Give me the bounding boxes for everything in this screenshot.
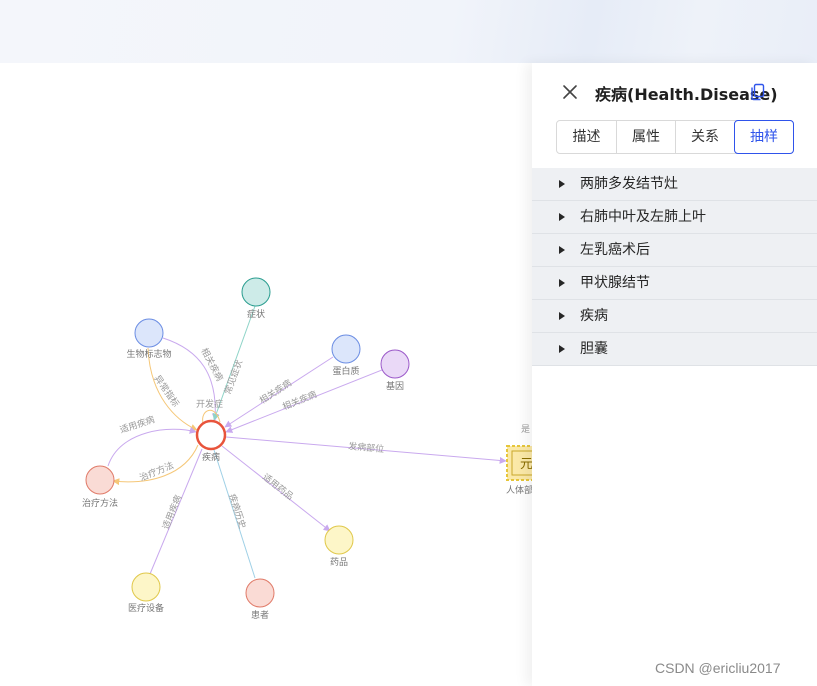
graph-edge[interactable]: [149, 448, 203, 575]
edge-label: 治疗方法: [138, 459, 176, 484]
node-box-text: 元: [520, 457, 532, 472]
graph-edge[interactable]: [202, 410, 221, 424]
list-item[interactable]: 两肺多发结节灶: [532, 168, 817, 201]
edge-label: 疾病历史: [226, 492, 249, 530]
list-item[interactable]: 右肺中叶及左肺上叶: [532, 201, 817, 234]
list-item[interactable]: 左乳癌术后: [532, 234, 817, 267]
watermark: CSDN @ericliu2017: [655, 660, 781, 676]
graph-edge[interactable]: [224, 356, 334, 428]
graph-edge[interactable]: [225, 436, 507, 464]
tab-samples[interactable]: 抽样: [734, 120, 794, 154]
copy-icon[interactable]: [750, 83, 766, 101]
list-item[interactable]: 疾病: [532, 300, 817, 333]
list-item-label: 疾病: [580, 308, 608, 324]
graph-node-body-part[interactable]: 元 人体部 是: [506, 424, 532, 496]
edge-label: 相关疾病: [281, 388, 319, 413]
caret-right-icon: [559, 213, 565, 221]
knowledge-graph[interactable]: 相关疾病 常见症状 异常指标 开发症 相关疾病 相关疾病 适用疾病 治疗方法 发…: [0, 63, 532, 686]
node-label: 疾病: [202, 451, 220, 463]
list-item-label: 右肺中叶及左肺上叶: [580, 209, 706, 225]
graph-edge[interactable]: [112, 444, 199, 486]
node-label: 治疗方法: [82, 497, 118, 509]
node-label: 蛋白质: [332, 365, 359, 377]
graph-node-device[interactable]: 医疗设备: [128, 572, 164, 614]
node-label: 基因: [386, 380, 404, 392]
graph-edge[interactable]: [147, 347, 198, 431]
edge-label: 是: [521, 424, 530, 435]
edge-label: 常见症状: [222, 358, 246, 396]
graph-node-drug[interactable]: 药品: [324, 525, 354, 568]
list-item-label: 胆囊: [580, 341, 608, 357]
node-label: 人体部: [506, 484, 532, 496]
list-item-label: 两肺多发结节灶: [580, 176, 678, 192]
node-label: 症状: [247, 308, 265, 320]
sample-list: 两肺多发结节灶 右肺中叶及左肺上叶 左乳癌术后 甲状腺结节 疾病 胆囊: [532, 168, 817, 366]
graph-node-treatment[interactable]: 治疗方法: [82, 465, 118, 509]
edge-label: 适用疾病: [160, 493, 185, 531]
graph-edge[interactable]: [221, 445, 331, 532]
top-bar: [0, 0, 817, 63]
graph-edge[interactable]: [107, 426, 197, 467]
close-icon[interactable]: [560, 82, 580, 102]
detail-panel: 疾病(Health.Disease) 描述 属性 关系 抽样 两肺多发结节灶 右…: [532, 63, 817, 686]
graph-node-center-disease[interactable]: 疾病: [195, 419, 227, 463]
edge-label: 开发症: [196, 398, 223, 410]
panel-header: 疾病(Health.Disease): [532, 63, 817, 119]
caret-right-icon: [559, 180, 565, 188]
list-item[interactable]: 甲状腺结节: [532, 267, 817, 300]
panel-tabs: 描述 属性 关系 抽样: [556, 120, 794, 154]
graph-node-biomarker[interactable]: 生物标志物: [126, 318, 172, 360]
graph-node-patient[interactable]: 患者: [245, 578, 275, 621]
graph-edge[interactable]: [212, 305, 256, 421]
node-label: 医疗设备: [128, 602, 164, 614]
edge-label: 适用药品: [260, 472, 295, 503]
list-item[interactable]: 胆囊: [532, 333, 817, 366]
graph-edge[interactable]: [225, 369, 383, 433]
node-label: 患者: [251, 609, 269, 621]
list-item-label: 左乳癌术后: [580, 242, 650, 258]
graph-canvas[interactable]: 相关疾病 常见症状 异常指标 开发症 相关疾病 相关疾病 适用疾病 治疗方法 发…: [0, 63, 532, 686]
panel-title: 疾病(Health.Disease): [595, 85, 778, 104]
tab-relations[interactable]: 关系: [675, 121, 734, 153]
graph-node-symptom[interactable]: 症状: [241, 277, 271, 320]
tab-attributes[interactable]: 属性: [616, 121, 675, 153]
edge-label: 异常指标: [152, 373, 182, 409]
graph-edge[interactable]: [162, 337, 219, 421]
graph-node-protein[interactable]: 蛋白质: [331, 334, 361, 377]
caret-right-icon: [559, 279, 565, 287]
caret-right-icon: [559, 345, 565, 353]
caret-right-icon: [559, 246, 565, 254]
node-label: 生物标志物: [126, 348, 171, 360]
graph-node-gene[interactable]: 基因: [380, 349, 410, 392]
caret-right-icon: [559, 312, 565, 320]
edge-label: 适用疾病: [118, 413, 156, 436]
edge-label: 发病部位: [348, 440, 385, 455]
graph-edge[interactable]: [213, 449, 256, 579]
node-label: 药品: [330, 557, 348, 568]
list-item-label: 甲状腺结节: [580, 275, 650, 291]
tab-description[interactable]: 描述: [557, 121, 616, 153]
